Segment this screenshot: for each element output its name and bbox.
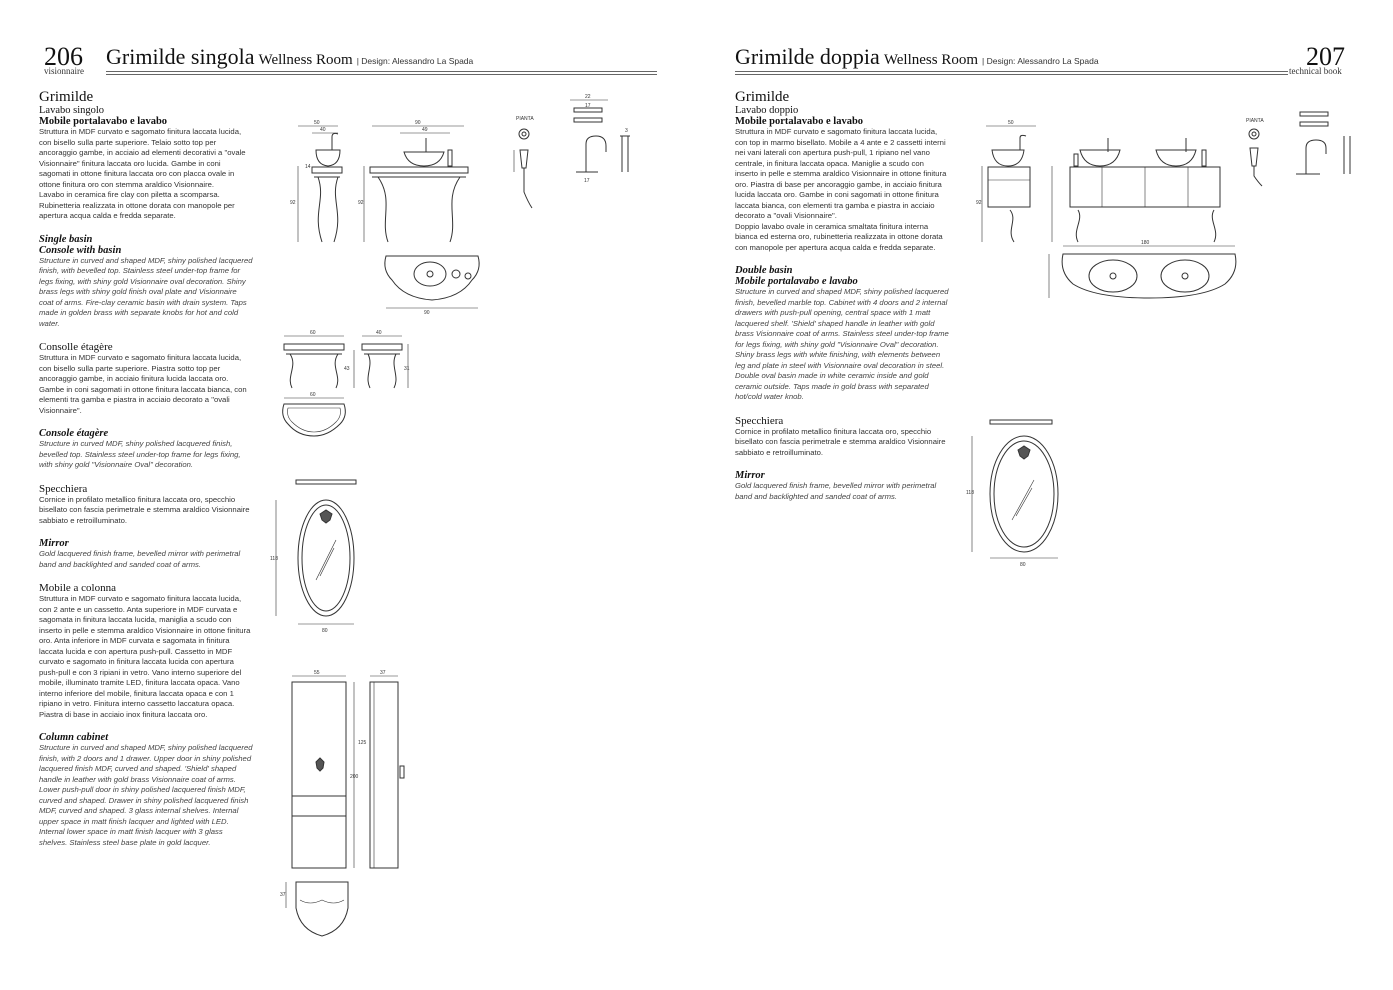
dim-37-cabinet-plan: 37: [280, 892, 286, 898]
dim-118-left-mirror: 118: [270, 556, 278, 562]
right-header-rule-2: [735, 74, 1288, 75]
dim-60-console: 60: [310, 330, 316, 336]
column-cabinet-plan-drawing: 37: [280, 876, 352, 946]
dim-180-double: 180: [1141, 240, 1150, 246]
left-s4-en-heading: Column cabinet: [39, 732, 109, 743]
left-s1-en-subheading: Console with basin: [39, 244, 122, 256]
right-s1-en-text: Structure in curved and shaped MDF, shin…: [735, 287, 949, 401]
left-title-designer: | Design: Alessandro La Spada: [356, 56, 474, 66]
left-page-title: Grimilde singola Wellness Room | Design:…: [106, 44, 473, 70]
single-basin-side-drawing: 50 40 92 14: [290, 120, 358, 250]
left-s4-it-heading: Mobile a colonna: [39, 582, 116, 594]
right-title-collection: Wellness Room: [883, 52, 979, 68]
dim-22-tap: 22: [585, 94, 591, 100]
right-product-name: Grimilde: [735, 89, 790, 105]
right-page-subtitle: technical book: [1289, 66, 1342, 76]
double-basin-plan-drawing: 180: [1045, 240, 1245, 310]
right-title-name: Grimilde doppia: [735, 44, 880, 69]
dim-40-console: 40: [376, 330, 382, 336]
dim-14-side: 14: [305, 164, 311, 170]
right-s3-it-heading: Specchiera: [735, 414, 784, 427]
left-header-rule: [106, 71, 657, 72]
right-s3-en-heading: Mirror: [735, 470, 765, 481]
dim-90-front: 90: [415, 120, 421, 126]
dim-50-side: 50: [314, 120, 320, 126]
dim-92-double-side: 92: [976, 200, 982, 206]
console-etagere-drawing: 60 43 40 31: [282, 330, 410, 400]
dim-55-cabinet: 55: [314, 670, 320, 676]
right-s1-en-heading: Double basin: [735, 265, 793, 276]
right-text-column: Grimilde Lavabo doppio Mobile portalavab…: [735, 90, 949, 502]
left-s1-en-heading: Single basin: [39, 233, 93, 245]
double-basin-side-drawing: 50 92: [976, 120, 1046, 250]
left-s4-it-text: Struttura in MDF curvato e sagomato fini…: [39, 594, 251, 719]
left-s3-it-text: Cornice in profilato metallico finitura …: [39, 494, 250, 525]
right-tap-detail-drawing: PIANTA: [1246, 100, 1360, 190]
left-s2-en-heading: Console étagère: [39, 428, 109, 439]
left-s1-it-text-2: Lavabo in ceramica fire clay con piletta…: [39, 190, 235, 220]
right-s1-it-subheading: Mobile portalavabo e lavabo: [735, 116, 864, 127]
left-s3-en-heading: Mirror: [39, 538, 69, 549]
left-s4-en-text: Structure in curved and shaped MDF, shin…: [39, 743, 253, 847]
dim-50-double-side: 50: [1008, 120, 1014, 126]
tap-detail-drawing: PIANTA 22 17 3 17: [510, 94, 640, 212]
single-basin-front-drawing: 90 49 92: [358, 120, 470, 250]
left-product-name: Grimilde: [39, 89, 94, 105]
console-etagere-plan-drawing: 60: [282, 392, 352, 442]
dim-90-plan: 90: [424, 310, 430, 316]
dim-80-right-mirror: 80: [1020, 562, 1026, 568]
dim-80-left-mirror: 80: [322, 628, 328, 634]
right-s1-en-subheading: Mobile portalavabo e lavabo: [735, 276, 858, 287]
left-s1-it-subheading: Mobile portalavabo e lavabo: [39, 116, 168, 127]
column-cabinet-drawing: 55 200 125 37: [282, 670, 422, 873]
right-page-number: 207: [1306, 42, 1345, 71]
left-s2-it-text: Struttura in MDF curvato e sagomato fini…: [39, 353, 247, 415]
dim-92-front: 92: [358, 200, 364, 206]
right-mirror-drawing: 118 80: [966, 418, 1076, 568]
dim-118-right-mirror: 118: [966, 490, 974, 496]
right-pianta-label: PIANTA: [1246, 118, 1264, 124]
dim-92-side: 92: [290, 200, 296, 206]
left-s1-en-text: Structure in curved and shaped MDF, shin…: [39, 255, 253, 328]
left-header-rule-2: [106, 74, 657, 75]
dim-60-console-plan: 60: [310, 392, 316, 398]
dim-17-tap-2: 17: [584, 178, 590, 184]
left-page-number: 206: [44, 42, 83, 71]
pianta-label: PIANTA: [516, 116, 534, 122]
left-s1-it-heading: Lavabo singolo: [39, 105, 105, 116]
dim-200-cabinet: 200: [350, 774, 359, 780]
left-s3-en-text: Gold lacquered finish frame, bevelled mi…: [39, 549, 241, 569]
single-basin-plan-drawing: 90: [380, 250, 490, 316]
left-s2-it-heading: Consolle étagère: [39, 341, 113, 353]
left-page-subtitle: visionnaire: [44, 66, 84, 76]
dim-43-console: 43: [344, 366, 350, 372]
left-s1-it-text: Struttura in MDF curvato e sagomato fini…: [39, 127, 246, 189]
dim-37-cabinet: 37: [380, 670, 386, 676]
right-s1-it-heading: Lavabo doppio: [735, 105, 799, 116]
right-s1-it-text: Struttura in MDF curvato e sagomato fini…: [735, 127, 947, 220]
right-page-title: Grimilde doppia Wellness Room | Design: …: [735, 44, 1099, 70]
dim-40-side: 40: [320, 127, 326, 133]
dim-31-console: 31: [404, 366, 410, 372]
right-title-designer: | Design: Alessandro La Spada: [982, 56, 1099, 66]
right-header-rule: [735, 71, 1288, 72]
left-s3-it-heading: Specchiera: [39, 482, 88, 495]
left-title-name: Grimilde singola: [106, 44, 255, 69]
dim-3-tap: 3: [625, 128, 628, 134]
dim-49-front: 49: [422, 127, 428, 133]
right-s1-it-text-2: Doppio lavabo ovale in ceramica smaltata…: [735, 221, 943, 252]
right-s3-en-text: Gold lacquered finish frame, bevelled mi…: [735, 481, 937, 501]
double-basin-front-drawing: [1050, 120, 1230, 250]
right-s3-it-text: Cornice in profilato metallico finitura …: [735, 426, 946, 457]
dim-17-tap: 17: [585, 103, 591, 109]
left-mirror-drawing: 118 80: [270, 476, 380, 634]
left-text-column: Grimilde Lavabo singolo Mobile portalava…: [39, 90, 253, 848]
dim-125-cabinet: 125: [358, 740, 367, 746]
left-s2-en-text: Structure in curved MDF, shiny polished …: [39, 439, 241, 469]
left-title-collection: Wellness Room: [258, 52, 353, 68]
